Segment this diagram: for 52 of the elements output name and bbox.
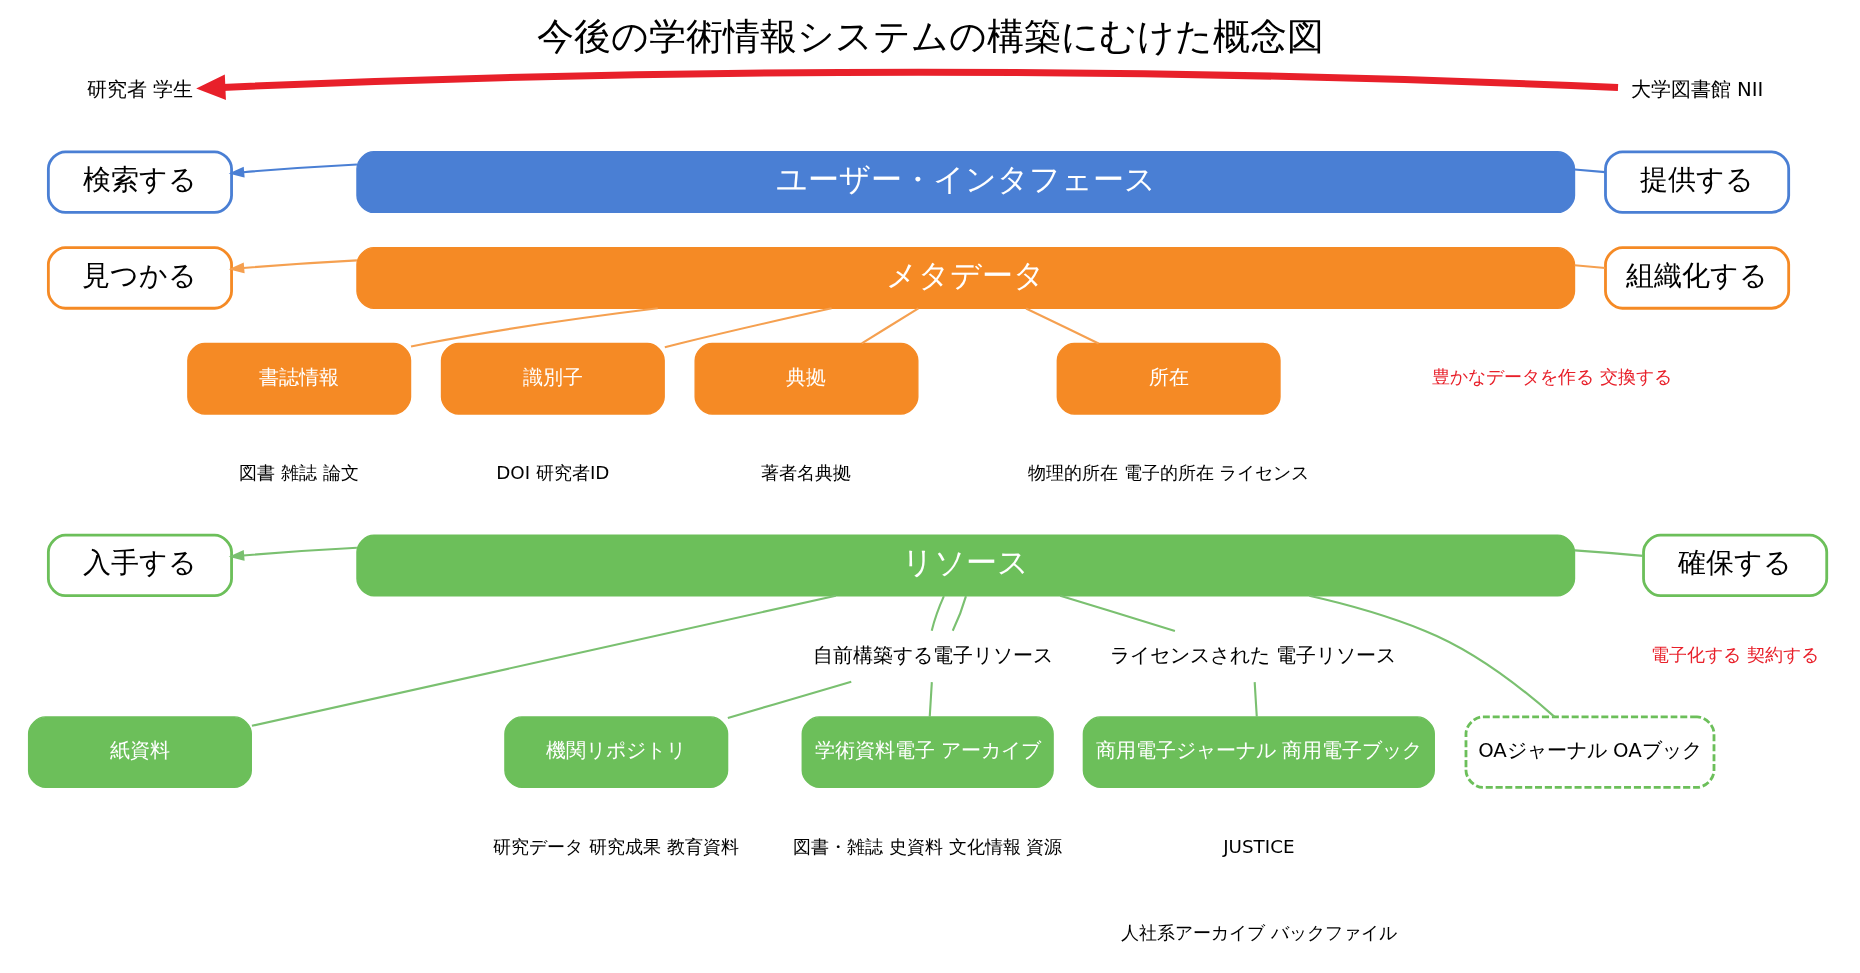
node-box: 書誌情報 xyxy=(186,342,411,415)
node-box: ユーザー・インタフェース xyxy=(355,151,1575,214)
connector xyxy=(251,594,836,727)
node-label: 人社系アーカイブ バックファイル xyxy=(1120,921,1397,943)
node-box: 学術資料電子 アーカイブ xyxy=(801,716,1054,789)
node-label: 図書・雑誌 史資料 文化情報 資源 xyxy=(792,835,1062,857)
connector xyxy=(951,595,967,632)
node-box: 検索する xyxy=(46,150,233,214)
node-text: 自前構築する電子リソース xyxy=(812,643,1053,667)
node-label: 図書 雑誌 論文 xyxy=(238,462,359,484)
diagram-title: 今後の学術情報システムの構築にむけた概念図 xyxy=(536,14,1324,58)
node-label: 物理的所在 電子的所在 ライセンス xyxy=(1027,462,1309,484)
node-box: 入手する xyxy=(46,533,233,598)
arrow xyxy=(228,546,357,561)
node-label: 研究データ 研究成果 教育資料 xyxy=(492,835,739,857)
connector xyxy=(1574,549,1643,557)
connector xyxy=(930,595,945,631)
connector xyxy=(664,307,832,349)
node-label: 豊かなデータを作る 交換する xyxy=(1431,366,1672,388)
connector xyxy=(1253,682,1258,717)
connector xyxy=(727,680,852,719)
node-text: 大学図書館 NII xyxy=(1630,78,1763,102)
node-label: 電子化する 契約する xyxy=(1650,644,1819,666)
node-label: DOI 研究者ID xyxy=(495,462,609,484)
node-box: 見つかる xyxy=(46,246,233,310)
connector xyxy=(860,307,919,345)
node-box: 所在 xyxy=(1056,342,1281,415)
arrow xyxy=(195,68,1618,101)
node-text: 研究者 学生 xyxy=(86,78,193,102)
node-box: メタデータ xyxy=(355,246,1575,309)
node-box: 商用電子ジャーナル 商用電子ブック xyxy=(1082,716,1435,789)
node-box: 提供する xyxy=(1603,150,1790,214)
connector xyxy=(1574,264,1605,270)
connector xyxy=(410,307,658,348)
node-label: 著者名典拠 xyxy=(760,462,851,484)
connector xyxy=(1574,168,1605,174)
connector xyxy=(1308,594,1555,718)
connector xyxy=(1025,307,1099,345)
node-box: リソース xyxy=(355,534,1575,597)
node-box: 確保する xyxy=(1641,533,1828,598)
node-box: 識別子 xyxy=(440,342,665,415)
node-box: 典拠 xyxy=(693,342,919,415)
arrow xyxy=(228,259,357,274)
node-label: JUSTICE xyxy=(1222,835,1294,857)
connector xyxy=(928,682,933,717)
node-box: 機関リポジトリ xyxy=(503,716,728,789)
node-text: ライセンスされた 電子リソース xyxy=(1109,643,1396,667)
arrow xyxy=(228,163,357,178)
node-box: 紙資料 xyxy=(27,716,252,789)
node-box: OAジャーナル OAブック xyxy=(1464,715,1715,789)
connector xyxy=(1059,594,1175,632)
node-box: 組織化する xyxy=(1603,246,1790,310)
